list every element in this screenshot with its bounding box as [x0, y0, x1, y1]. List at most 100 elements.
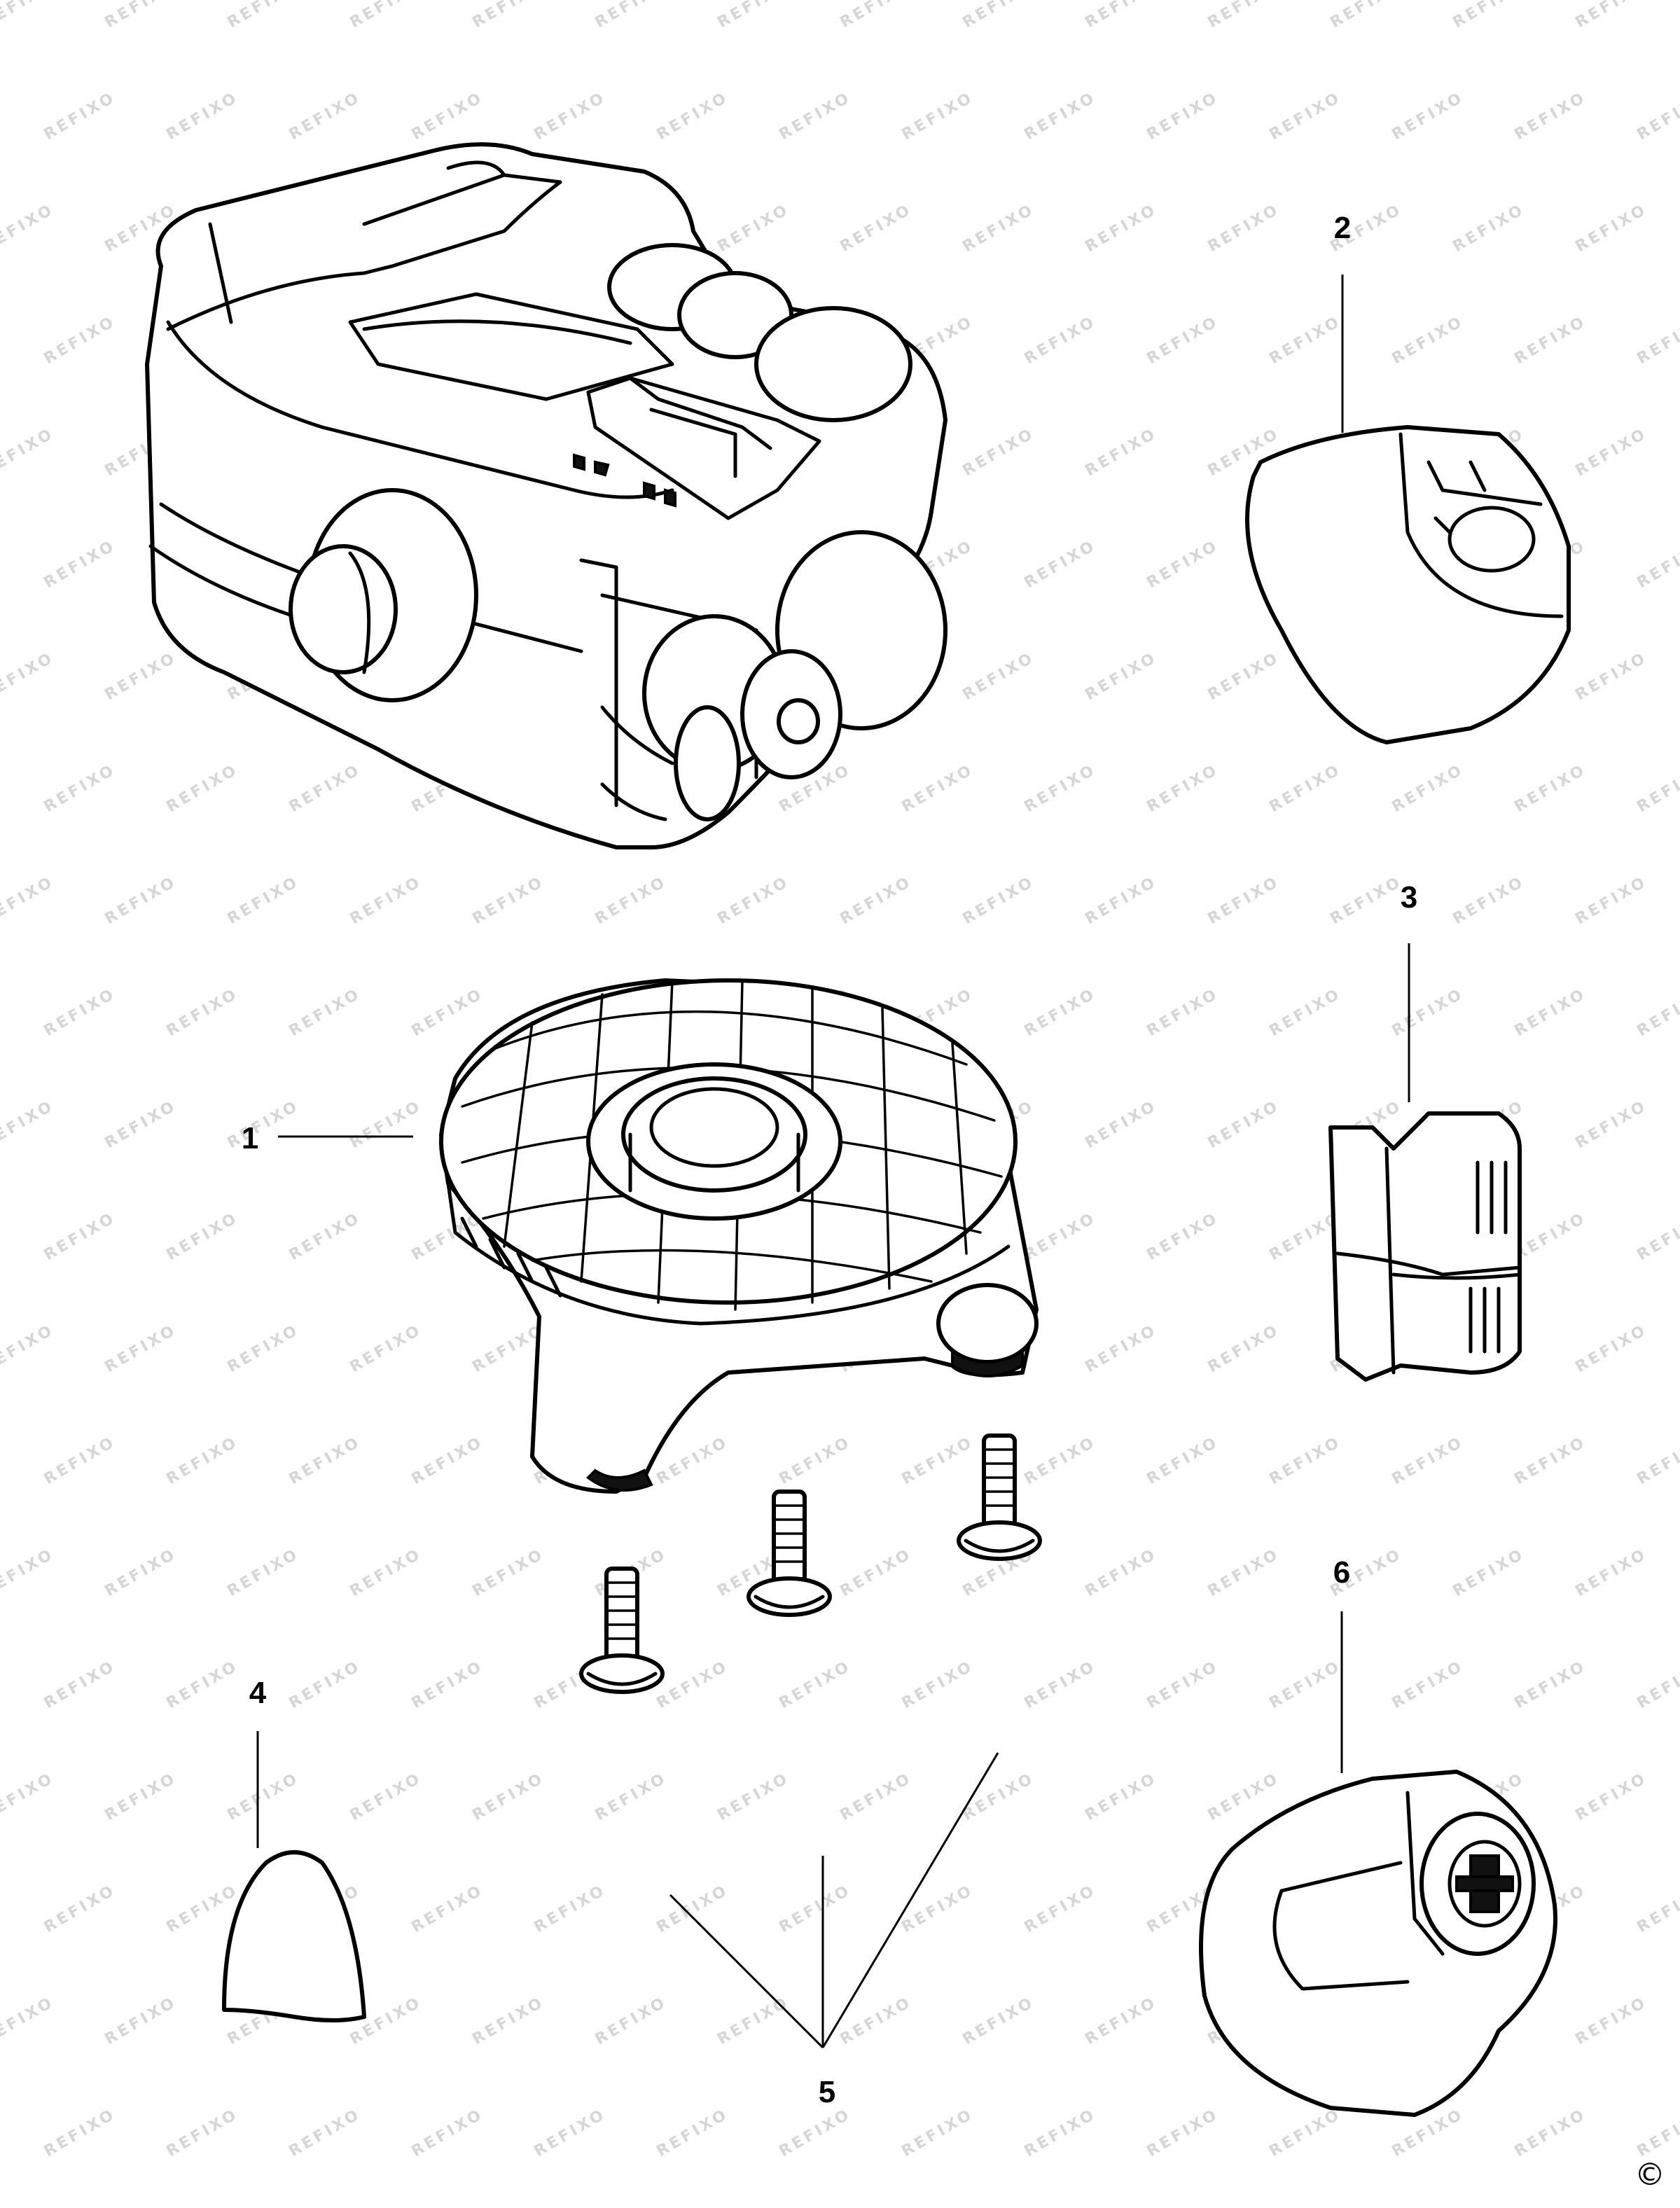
watermark-text: REFIXO: [1022, 1433, 1099, 1489]
watermark-text: REFIXO: [1573, 1321, 1651, 1377]
watermark-text: REFIXO: [1450, 1546, 1528, 1601]
watermark-text: REFIXO: [1205, 0, 1283, 32]
watermark-text: REFIXO: [286, 1658, 364, 1713]
watermark-text: REFIXO: [225, 1546, 303, 1601]
watermark-text: REFIXO: [1205, 1546, 1283, 1601]
watermark-text: REFIXO: [102, 0, 180, 32]
watermark-text: REFIXO: [409, 985, 487, 1041]
watermark-text: REFIXO: [1512, 1658, 1590, 1713]
watermark-text: REFIXO: [1267, 985, 1345, 1041]
part-3-battery-cover: [1328, 1111, 1522, 1382]
watermark-text: REFIXO: [1144, 537, 1222, 592]
watermark-text: REFIXO: [777, 89, 854, 144]
watermark-text: REFIXO: [347, 1770, 425, 1825]
watermark-text: REFIXO: [1512, 313, 1590, 368]
watermark-text: REFIXO: [1389, 761, 1467, 817]
watermark-text: REFIXO: [164, 2106, 242, 2161]
watermark-text: REFIXO: [164, 1433, 242, 1489]
watermark-text: REFIXO: [1450, 201, 1528, 256]
watermark-text: REFIXO: [0, 1097, 57, 1153]
watermark-text: REFIXO: [41, 761, 119, 817]
callout-numbers: 2 3 1 4 6 5: [242, 211, 1417, 2109]
watermark-text: REFIXO: [102, 649, 180, 704]
watermark-text: REFIXO: [1267, 313, 1345, 368]
watermark-text: REFIXO: [102, 1546, 180, 1601]
watermark-text: REFIXO: [41, 537, 119, 592]
watermark-text: REFIXO: [1144, 1433, 1222, 1489]
watermark-text: REFIXO: [0, 1546, 57, 1601]
watermark-text: REFIXO: [1083, 649, 1160, 704]
watermark-text: REFIXO: [654, 1882, 732, 1937]
part-4-wedge: [222, 1850, 366, 2022]
watermark-text: REFIXO: [1205, 873, 1283, 929]
watermark-text: REFIXO: [1144, 89, 1222, 144]
watermark-text: REFIXO: [1267, 761, 1345, 817]
watermark-text: REFIXO: [409, 1658, 487, 1713]
watermark-text: REFIXO: [960, 1994, 1038, 2049]
watermark-text: REFIXO: [1083, 1994, 1160, 2049]
watermark-text: REFIXO: [1022, 761, 1099, 817]
watermark-text: REFIXO: [960, 0, 1038, 32]
watermark-text: REFIXO: [1573, 1770, 1651, 1825]
watermark-text: REFIXO: [286, 1433, 364, 1489]
watermark-text: REFIXO: [1328, 873, 1405, 929]
watermark-text: REFIXO: [1083, 873, 1160, 929]
watermark-text: REFIXO: [41, 2106, 119, 2161]
watermark-text: REFIXO: [960, 649, 1038, 704]
watermark-text: REFIXO: [1634, 1433, 1680, 1489]
watermark-text: REFIXO: [777, 2106, 854, 2161]
watermark-text: REFIXO: [1205, 201, 1283, 256]
watermark-text: REFIXO: [1267, 2106, 1345, 2161]
watermark-text: REFIXO: [1634, 537, 1680, 592]
watermark-text: REFIXO: [41, 313, 119, 368]
watermark-text: REFIXO: [1144, 985, 1222, 1041]
watermark-text: REFIXO: [1083, 425, 1160, 480]
watermark-text: REFIXO: [960, 425, 1038, 480]
watermark-text: REFIXO: [1267, 1658, 1345, 1713]
watermark-text: REFIXO: [777, 1882, 854, 1937]
watermark-text: REFIXO: [1634, 89, 1680, 144]
watermark-text: REFIXO: [1389, 313, 1467, 368]
watermark-text: REFIXO: [1022, 89, 1099, 144]
watermark-text: REFIXO: [1573, 1994, 1651, 2049]
watermark-text: REFIXO: [347, 873, 425, 929]
watermark-text: REFIXO: [1573, 0, 1651, 32]
watermark-text: REFIXO: [1022, 313, 1099, 368]
watermark-text: REFIXO: [0, 1770, 57, 1825]
watermark-text: REFIXO: [1573, 201, 1651, 256]
watermark-text: REFIXO: [470, 1770, 548, 1825]
laser-level-body: [145, 142, 947, 849]
watermark-text: REFIXO: [1022, 2106, 1099, 2161]
watermark-text: REFIXO: [1634, 1658, 1680, 1713]
watermark-text: REFIXO: [0, 425, 57, 480]
copyright-mark: ©: [1634, 2157, 1665, 2193]
watermark-text: REFIXO: [41, 1433, 119, 1489]
watermark-text: REFIXO: [0, 873, 57, 929]
watermark-text: REFIXO: [960, 201, 1038, 256]
watermark-text: REFIXO: [715, 1770, 793, 1825]
watermark-text: REFIXO: [715, 0, 793, 32]
callout-2: 2: [1334, 211, 1351, 245]
watermark-text: REFIXO: [1083, 201, 1160, 256]
watermark-text: REFIXO: [409, 89, 487, 144]
watermark-text: REFIXO: [532, 89, 609, 144]
watermark-text: REFIXO: [102, 1097, 180, 1153]
watermark-text: REFIXO: [1267, 89, 1345, 144]
watermark-text: REFIXO: [1144, 1658, 1222, 1713]
watermark-text: REFIXO: [1083, 1770, 1160, 1825]
watermark-text: REFIXO: [347, 1546, 425, 1601]
watermark-text: REFIXO: [838, 0, 915, 32]
watermark-text: REFIXO: [899, 1433, 977, 1489]
watermark-text: REFIXO: [1328, 0, 1405, 32]
watermark-text: REFIXO: [286, 2106, 364, 2161]
watermark-text: REFIXO: [1022, 1209, 1099, 1265]
watermark-text: REFIXO: [41, 1209, 119, 1265]
watermark-text: REFIXO: [470, 873, 548, 929]
watermark-text: REFIXO: [225, 873, 303, 929]
watermark-text: REFIXO: [1573, 1097, 1651, 1153]
watermark-text: REFIXO: [777, 1658, 854, 1713]
watermark-text: REFIXO: [1450, 0, 1528, 32]
watermark-text: REFIXO: [899, 89, 977, 144]
watermark-text: REFIXO: [347, 1097, 425, 1153]
